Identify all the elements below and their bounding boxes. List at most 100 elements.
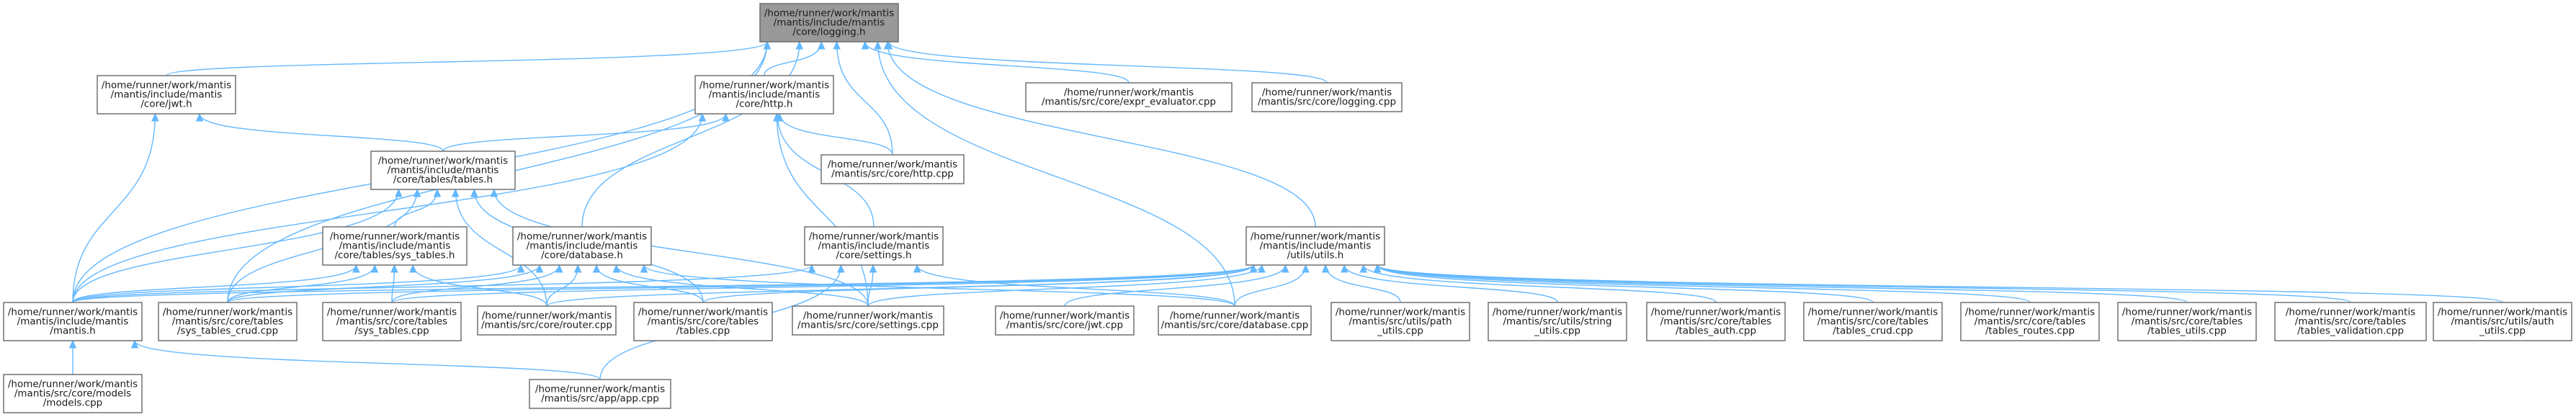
arrowhead-icon xyxy=(352,264,360,273)
node-label-line: /mantis/include/mantis xyxy=(111,89,223,101)
node-settings-cpp[interactable]: /home/runner/work/mantis/mantis/src/core… xyxy=(792,305,944,336)
edge-mantis_h-to-jwt_h xyxy=(72,113,156,303)
node-box xyxy=(1488,302,1627,341)
arrowhead-icon xyxy=(555,264,563,273)
node-logging-cpp[interactable]: /home/runner/work/mantis/mantis/src/core… xyxy=(1251,82,1403,112)
edge-sys_tables_cpp-to-utils_h xyxy=(391,264,1254,303)
node-label-line: /home/runner/work/mantis xyxy=(1336,307,1465,318)
node-box xyxy=(1025,82,1233,112)
node-string-utils-cpp[interactable]: /home/runner/work/mantis/mantis/src/util… xyxy=(1488,302,1627,341)
node-expr-evaluator-cpp[interactable]: /home/runner/work/mantis/mantis/src/core… xyxy=(1025,82,1233,112)
node-box xyxy=(694,75,834,115)
node-sys-tables-cpp[interactable]: /home/runner/work/mantis/mantis/src/core… xyxy=(322,302,462,341)
node-box xyxy=(1158,305,1312,336)
node-http-h[interactable]: /home/runner/work/mantis/mantis/include/… xyxy=(694,75,834,115)
node-database-cpp[interactable]: /home/runner/work/mantis/mantis/src/core… xyxy=(1158,305,1312,336)
node-box xyxy=(529,379,671,409)
node-label-line: /home/runner/work/mantis xyxy=(482,310,612,322)
node-box xyxy=(2274,302,2427,341)
node-sys-tables-h[interactable]: /home/runner/work/mantis/mantis/include/… xyxy=(322,226,468,266)
edge-auth_utils_cpp-to-utils_h xyxy=(1377,264,2503,303)
node-logging-h[interactable]: /home/runner/work/mantis/mantis/include/… xyxy=(759,3,899,42)
node-settings-h[interactable]: /home/runner/work/mantis/mantis/include/… xyxy=(804,226,944,266)
node-label-line: /models.cpp xyxy=(43,398,102,409)
node-label-line: /mantis/include/mantis xyxy=(1260,241,1372,252)
node-tables-routes-cpp[interactable]: /home/runner/work/mantis/mantis/src/core… xyxy=(1960,302,2100,341)
node-path-utils-cpp[interactable]: /home/runner/work/mantis/mantis/src/util… xyxy=(1331,302,1470,341)
node-tables-validation-cpp[interactable]: /home/runner/work/mantis/mantis/src/core… xyxy=(2274,302,2427,341)
node-box xyxy=(97,75,236,115)
node-label-line: /home/runner/work/mantis xyxy=(1965,307,2095,318)
node-tables-crud-cpp[interactable]: /home/runner/work/mantis/mantis/src/core… xyxy=(1803,302,1943,341)
node-app-cpp[interactable]: /home/runner/work/mantis/mantis/src/app/… xyxy=(529,379,671,409)
node-label-line: /mantis/src/core/tables xyxy=(648,316,759,328)
node-utils-h[interactable]: /home/runner/work/mantis/mantis/include/… xyxy=(1245,226,1385,266)
node-label-line: /mantis/src/core/router.cpp xyxy=(481,320,612,331)
node-box xyxy=(1803,302,1943,341)
node-label-line: /core/jwt.h xyxy=(140,99,192,110)
arrowhead-icon xyxy=(698,112,707,122)
node-http-cpp[interactable]: /home/runner/work/mantis/mantis/src/core… xyxy=(820,154,965,184)
node-label-line: /home/runner/work/mantis xyxy=(1251,231,1380,243)
edge-tables_auth_cpp-to-utils_h xyxy=(1363,264,1717,303)
edge-tables_crud_cpp-to-utils_h xyxy=(1377,264,1874,303)
node-label-line: /home/runner/work/mantis xyxy=(699,80,829,91)
node-mantis-h[interactable]: /home/runner/work/mantis/mantis/include/… xyxy=(3,302,143,341)
arrowhead-icon xyxy=(395,188,403,197)
node-label-line: /mantis/src/core/tables xyxy=(1975,316,2085,328)
node-router-cpp[interactable]: /home/runner/work/mantis/mantis/src/core… xyxy=(477,305,617,336)
edge-tables_h-to-jwt_h xyxy=(199,113,444,152)
node-box xyxy=(512,226,652,266)
node-label-line: /mantis/src/core/database.cpp xyxy=(1161,320,1309,331)
arrowhead-icon xyxy=(817,40,826,50)
node-label-line: /home/runner/work/mantis xyxy=(535,384,665,395)
edge-logging_cpp-to-logging_h xyxy=(888,41,1328,84)
node-box xyxy=(1960,302,2100,341)
node-jwt-cpp[interactable]: /home/runner/work/mantis/mantis/src/core… xyxy=(995,305,1135,336)
arrowhead-icon xyxy=(1359,264,1367,273)
arrowhead-icon xyxy=(763,40,772,50)
node-label-line: /mantis/src/core/models xyxy=(14,388,131,400)
node-tables-h[interactable]: /home/runner/work/mantis/mantis/include/… xyxy=(370,151,516,190)
arrowhead-icon xyxy=(130,339,139,349)
node-box xyxy=(322,226,468,266)
edge-sys_tables_crud_cpp-to-database_h xyxy=(227,264,540,303)
node-box xyxy=(158,302,298,341)
node-box xyxy=(820,154,965,184)
edge-mantis_h-to-tables_h xyxy=(72,189,400,303)
arrowhead-icon xyxy=(833,40,841,50)
node-auth-utils-cpp[interactable]: /home/runner/work/mantis/mantis/src/util… xyxy=(2433,302,2572,341)
arrowhead-icon xyxy=(1321,264,1330,273)
node-tables-auth-cpp[interactable]: /home/runner/work/mantis/mantis/src/core… xyxy=(1646,302,1786,341)
graph-nodes: /home/runner/work/mantis/mantis/include/… xyxy=(3,3,2572,413)
node-label-line: /mantis/src/core/tables xyxy=(172,316,283,328)
arrowhead-icon xyxy=(869,264,877,273)
edge-database_cpp-to-settings_h xyxy=(916,264,1235,307)
edge-router_cpp-to-utils_h xyxy=(546,264,1254,307)
node-database-h[interactable]: /home/runner/work/mantis/mantis/include/… xyxy=(512,226,652,266)
node-jwt-h[interactable]: /home/runner/work/mantis/mantis/include/… xyxy=(97,75,236,115)
edge-jwt_cpp-to-utils_h xyxy=(1064,264,1286,307)
edge-database_cpp-to-utils_h xyxy=(1234,264,1307,307)
arrowhead-icon xyxy=(883,40,892,50)
node-label-line: /core/database.h xyxy=(541,250,623,261)
edge-sys_tables_crud_cpp-to-utils_h xyxy=(227,264,1254,303)
node-label-line: /home/runner/work/mantis xyxy=(828,159,957,171)
node-tables-cpp[interactable]: /home/runner/work/mantis/mantis/src/core… xyxy=(633,302,773,341)
node-models-cpp[interactable]: /home/runner/work/mantis/mantis/src/core… xyxy=(3,374,143,413)
node-sys-tables-crud-cpp[interactable]: /home/runner/work/mantis/mantis/src/core… xyxy=(158,302,298,341)
node-label-line: /home/runner/work/mantis xyxy=(803,310,933,322)
arrowhead-icon xyxy=(413,188,421,197)
node-box xyxy=(995,305,1135,336)
node-label-line: /mantis/src/core/settings.cpp xyxy=(797,320,939,331)
edge-router_cpp-to-sys_tables_h xyxy=(412,264,547,307)
node-label-line: /mantis/src/utils/string xyxy=(1503,316,1611,328)
edge-mantis_h-to-utils_h xyxy=(72,264,1254,303)
node-label-line: /tables_utils.cpp xyxy=(2147,326,2227,337)
node-tables-utils-cpp[interactable]: /home/runner/work/mantis/mantis/src/core… xyxy=(2117,302,2257,341)
node-label-line: /home/runner/work/mantis xyxy=(638,307,768,318)
arrowhead-icon xyxy=(1302,264,1310,273)
arrowhead-icon xyxy=(861,40,869,50)
node-box xyxy=(3,374,143,413)
